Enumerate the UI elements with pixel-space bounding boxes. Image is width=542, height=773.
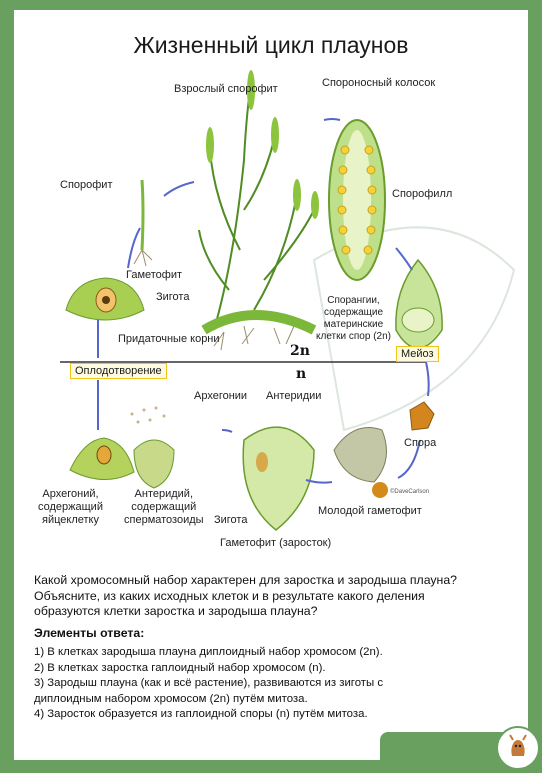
meiosis-tag: Мейоз: [396, 346, 439, 362]
question-answer-block: Какой хромосомный набор характерен для з…: [34, 573, 524, 723]
label-archegonia: Архегонии: [194, 390, 248, 402]
page-title: Жизненный цикл плаунов: [133, 32, 409, 58]
answer-item: 2) В клетках заростка гаплоидный набор х…: [34, 661, 326, 674]
credit-text: ©DaveCarlson: [390, 489, 430, 495]
footer-bar: [380, 732, 514, 768]
answer-item: 3) Зародыш плауна (как и всё растение), …: [34, 677, 384, 689]
adventitious-roots: [213, 325, 295, 351]
archegonium-closeup: [69, 437, 135, 481]
diploid-marker: 2n: [290, 343, 310, 359]
label-archegonium: Архегоний, содержащий яйцеклетку: [38, 488, 103, 526]
label-antheridia: Антеридии: [266, 390, 322, 402]
answer-heading: Элементы ответа:: [34, 625, 145, 640]
question-line: образуются клетки заростка и зародыша пл…: [34, 604, 318, 618]
fawn-logo-icon: [496, 726, 540, 770]
answer-item: 4) Заросток образуется из гаплоидной спо…: [34, 708, 368, 720]
life-cycle-illustration: [60, 70, 516, 531]
question-line: Объясните, из каких исходных клеток и в …: [34, 588, 425, 603]
label-sporophyll: Спорофилл: [392, 188, 453, 200]
poster-card: Жизненный цикл плаунов: [14, 10, 528, 760]
young-gametophyte: [333, 427, 388, 498]
label-adventitious-roots: Придаточные корни: [118, 333, 220, 345]
spore: [409, 401, 435, 431]
adult-sporophyte-plant: [198, 89, 315, 331]
label-sporophyte: Спорофит: [60, 179, 113, 191]
answer-item: 1) В клетках зародыша плауна диплоидный …: [34, 646, 383, 658]
antheridium-closeup: [133, 439, 175, 489]
label-antheridium: Антеридий, содержащий сперматозоиды: [124, 488, 204, 526]
cycle-arrows: [97, 118, 430, 484]
label-gametophyte: Гаметофит: [126, 269, 183, 281]
prothallus: [242, 426, 315, 531]
label-zygote-top: Зигота: [156, 291, 190, 303]
question-line: Какой хромосомный набор характерен для з…: [34, 573, 458, 587]
answer-item: диплоидным набором хромосом (2n) путём м…: [34, 692, 308, 705]
haploid-marker: n: [296, 366, 307, 382]
label-spore: Спора: [404, 437, 437, 449]
label-sporangia: Спорангии, содержащие материнские клетки…: [316, 295, 391, 342]
label-zygote-bottom: Зигота: [214, 514, 248, 526]
label-adult-sporophyte: Взрослый спорофит: [174, 83, 278, 95]
sperm-dots: [130, 406, 166, 424]
label-sporangial-spike: Спороносный колосок: [322, 77, 436, 89]
sporangial-spike: [328, 119, 386, 281]
label-young-gametophyte: Молодой гаметофит: [318, 505, 422, 517]
creeping-stem: [201, 310, 317, 335]
young-sporophyte: [133, 179, 153, 267]
gametophyte-with-zygote: [65, 277, 145, 321]
fertilization-tag: Оплодотворение: [70, 363, 167, 379]
label-gametophyte-prothallus: Гаметофит (заросток): [220, 537, 332, 549]
sporophyll: [395, 258, 443, 349]
